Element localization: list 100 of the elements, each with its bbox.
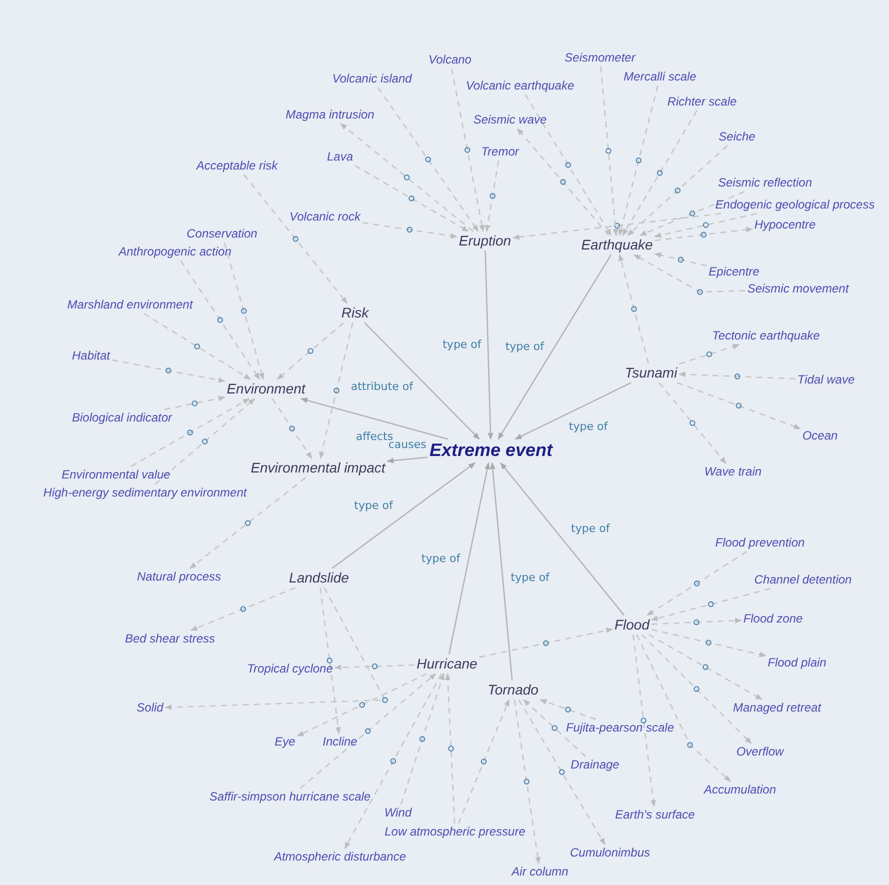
term-label: Earth's surface <box>615 808 695 822</box>
dashed-arrow <box>144 313 251 380</box>
concept-label: Flood <box>614 617 650 633</box>
edge-label: type of <box>353 500 394 512</box>
dashed-arrow <box>458 699 510 824</box>
edge-label: type of <box>568 420 609 433</box>
concept-label: Landslide <box>289 570 349 586</box>
term-label: Volcanic earthquake <box>466 79 574 93</box>
concept-label: Earthquake <box>581 237 653 253</box>
term-label: Bed shear stress <box>124 632 216 646</box>
arrow <box>448 462 490 654</box>
arrow <box>364 322 480 440</box>
dashed-arrow <box>164 587 388 710</box>
dashed-arrow <box>651 618 742 626</box>
dashed-arrow <box>512 212 722 240</box>
dashed-arrow <box>354 165 469 232</box>
arrow <box>332 462 476 569</box>
dashed-arrow <box>651 628 766 658</box>
dashed-arrow <box>524 94 612 236</box>
term-label: Volcanic rock <box>290 210 360 224</box>
dashed-arrow <box>654 212 757 238</box>
arrow <box>514 382 632 440</box>
term-label: Conservation <box>186 227 258 241</box>
edge-label: type of <box>420 552 462 565</box>
term-label: Tectonic earthquake <box>712 329 820 343</box>
term-label: Flood plain <box>768 656 826 670</box>
dashed-arrow <box>618 85 658 236</box>
concept-label: Risk <box>341 305 369 321</box>
concept-label: Eruption <box>458 233 512 249</box>
dashed-arrow <box>377 87 479 232</box>
dashed-arrow <box>154 398 256 485</box>
term-label: Flood zone <box>743 612 803 626</box>
dashed-arrow <box>618 254 650 364</box>
dashed-arrow <box>678 372 796 380</box>
term-label: Channel detention <box>754 573 852 587</box>
dashed-arrow <box>516 128 610 236</box>
dashed-arrow <box>224 242 264 380</box>
term-label: Seismometer <box>564 51 636 65</box>
edge-label: type of <box>504 340 545 353</box>
term-label: Epicentre <box>708 265 760 279</box>
dashed-arrow <box>651 588 770 621</box>
dashed-arrow <box>451 68 485 232</box>
term-label: Eye <box>274 735 296 749</box>
arrow <box>386 456 428 464</box>
term-label: Hypocentre <box>754 218 816 232</box>
dashed-arrow <box>622 110 698 236</box>
dashed-arrow <box>362 222 458 238</box>
dashed-arrow <box>641 634 752 744</box>
edge-label: type of <box>510 572 550 584</box>
term-label: Wave train <box>704 465 762 479</box>
dashed-arrow <box>272 398 312 459</box>
dashed-arrow <box>190 477 306 569</box>
dashed-arrow <box>634 254 746 295</box>
term-label: Volcano <box>428 53 472 67</box>
term-label: Seiche <box>718 130 756 144</box>
dashed-arrow <box>540 699 596 720</box>
term-label: Seismic movement <box>747 282 849 296</box>
term-label: Natural process <box>136 570 222 584</box>
term-label: Tidal wave <box>797 373 855 387</box>
dashed-arrow <box>658 382 726 464</box>
concept-label: Environment <box>226 381 306 397</box>
term-label: Incline <box>322 735 358 749</box>
dashed-arrow <box>676 382 801 430</box>
dashed-arrow <box>627 145 728 236</box>
term-label: Fujita-pearson scale <box>566 721 674 735</box>
dashed-arrow <box>243 174 348 304</box>
arrow <box>490 462 513 680</box>
concept-label: Tsunami <box>624 365 678 381</box>
term-label: Air column <box>512 865 568 879</box>
dashed-arrow <box>679 344 740 365</box>
dashed-arrow <box>164 396 226 410</box>
central-concept-label: Extreme event <box>429 441 553 461</box>
term-label: Magma intrusion <box>286 108 374 122</box>
dashed-arrow <box>654 227 753 242</box>
term-label: Cumulonimbus <box>570 846 650 860</box>
term-label: Overflow <box>736 745 784 759</box>
term-label: Mercalli scale <box>624 70 696 84</box>
dashed-arrow <box>112 359 226 383</box>
term-label: Lava <box>326 150 354 164</box>
dashed-arrow <box>180 260 260 380</box>
term-label: Volcanic island <box>332 72 412 86</box>
dashed-arrow <box>485 160 500 232</box>
term-label: Managed retreat <box>732 701 822 715</box>
dashed-arrow <box>636 634 731 782</box>
term-label: High-energy sedimentary environment <box>43 486 247 500</box>
dashed-arrow <box>320 588 341 734</box>
term-label: Ocean <box>802 429 838 443</box>
term-label: Flood prevention <box>715 536 805 550</box>
term-label: Habitat <box>72 349 110 363</box>
term-label: Anthropogenic action <box>118 245 232 259</box>
dashed-arrow <box>523 699 586 757</box>
arrow <box>300 398 448 440</box>
dashed-arrow <box>654 252 707 266</box>
dashed-arrow <box>646 551 747 616</box>
term-label: Marshland environment <box>67 298 193 312</box>
term-label: Seismic reflection <box>718 176 812 190</box>
concept-label: Environmental impact <box>250 460 386 476</box>
term-label: Biological indicator <box>72 411 172 425</box>
dashed-arrow <box>600 66 618 236</box>
dashed-arrow <box>296 673 428 737</box>
